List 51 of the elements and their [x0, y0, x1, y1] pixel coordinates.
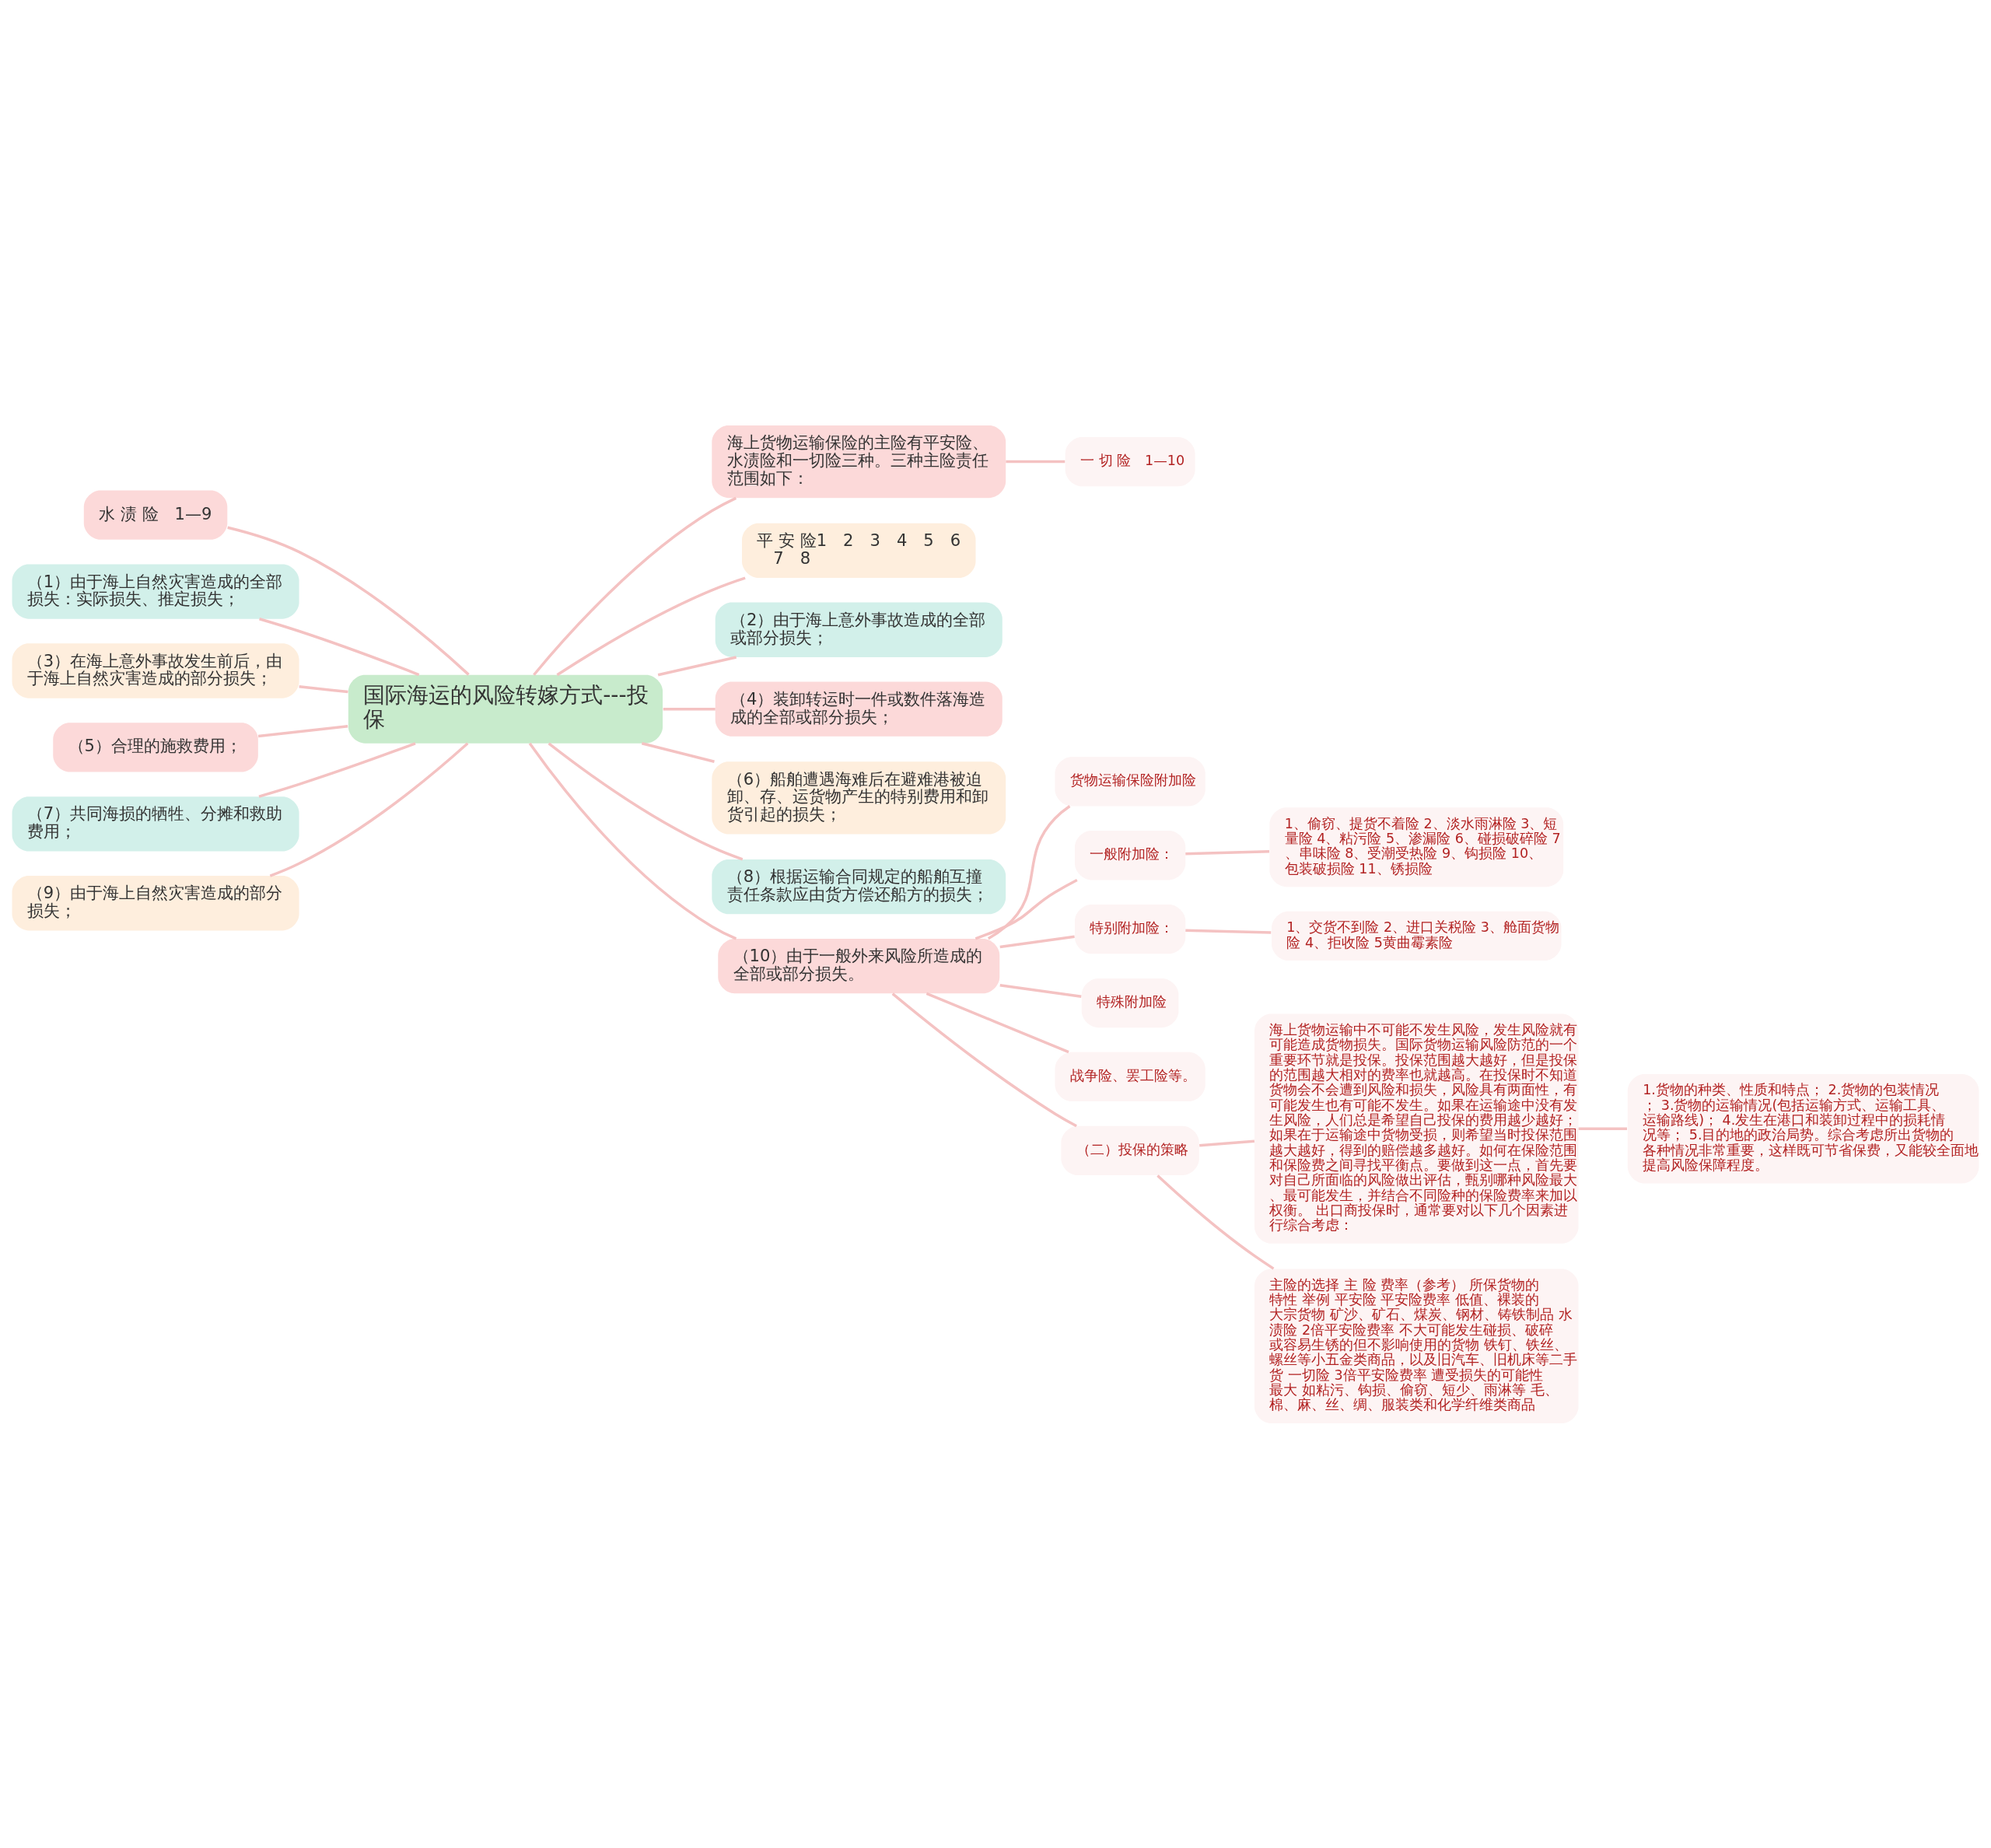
- node-box: 特殊附加险: [1081, 978, 1179, 1027]
- connector: [257, 724, 348, 737]
- connector: [891, 992, 1077, 1127]
- node-box: 一 切 险 1—10: [1065, 436, 1195, 486]
- node-box: 战争险、罢工险等。: [1055, 1052, 1205, 1101]
- connector: [548, 741, 744, 860]
- connector: [299, 684, 348, 693]
- connector: [987, 804, 1071, 940]
- connector: [1006, 460, 1065, 463]
- node-box: 1、偷窃、提货不着险 2、淡水雨淋险 3、短量险 4、粘污险 5、渗漏险 6、碰损破碎险 7、串味险 8、受潮受热险 9、钩损险 10、包装破损险 11、锈损险: [1269, 807, 1564, 887]
- node-box: 1、交货不到险 2、进口关税险 3、舱面货物险 4、拒收险 5黄曲霉素险: [1272, 911, 1562, 961]
- node-box: 主险的选择 主 险 费率（参考） 所保货物的特性 举例 平安险 平安险费率 低值、裸装的大宗货物 矿沙、矿石、煤炭、钢材、铸铁制品 水渍险 2倍平安险费率 不大可能发生碰损、破碎或容易生锈的但不影响使用的货物 铁钉、铁丝、螺丝等小五金类商品，以及旧汽车、旧机床等二手货 一切险 3倍平安险费率 遭受损失的可能性最大 如粘污、钩损、偷窃、短少、雨淋等 毛、棉、麻、丝、绸、服装类和化学纤维类商品: [1254, 1268, 1579, 1423]
- connector: [999, 983, 1082, 998]
- node-box: 1.货物的种类、性质和特点； 2.货物的包装情况； 3.货物的运输情况(包括运输方式、运输工具、运输路线)； 4.发生在港口和装卸过程中的损耗情况等； 5.目的地的政治局势。综合考虑所出货物的各种情况非常重要，这样既可节省保费，又能较全面地提高风险保障程度。: [1627, 1073, 1979, 1184]
- node-box: 一般附加险：: [1074, 830, 1186, 880]
- node-box: （4）装卸转运时一件或数件落海造成的全部或部分损失；: [715, 681, 1002, 737]
- node-box: 平 安 险1 2 3 4 5 6 7 8: [742, 523, 976, 578]
- connector: [259, 617, 420, 676]
- connector: [1578, 1127, 1628, 1130]
- node-box: （5）合理的施救费用；: [53, 722, 258, 772]
- node-box: （7）共同海损的牺牲、分摊和救助费用；: [12, 796, 299, 851]
- connector: [975, 878, 1078, 940]
- connector: [269, 741, 469, 877]
- connector: [663, 707, 716, 710]
- node-box: （10）由于一般外来风险所造成的全部或部分损失。: [718, 938, 1000, 993]
- node-box: 水 渍 险 1—9: [83, 490, 228, 540]
- connector: [1185, 849, 1270, 855]
- connector: [528, 742, 737, 940]
- node-box: （9）由于海上自然灾害造成的部分损失；: [12, 875, 299, 930]
- connector: [657, 655, 737, 676]
- node-box: （6）船舶遭遇海难后在避难港被迫卸、存、运货物产生的特别费用和卸货引起的损失；: [712, 761, 1006, 834]
- node-box: （二）投保的策略: [1061, 1125, 1199, 1175]
- connector: [1199, 1139, 1255, 1146]
- node-box: （1）由于海上自然灾害造成的全部损失：实际损失、推定损失；: [12, 563, 299, 619]
- node-box: （2）由于海上意外事故造成的全部或部分损失；: [715, 602, 1002, 657]
- connector: [258, 741, 416, 798]
- node-box: 特别附加险：: [1074, 904, 1186, 954]
- node-box: （8）根据运输合同规定的船舶互撞责任条款应由货方偿还船方的损失；: [712, 859, 1006, 914]
- connector: [926, 992, 1069, 1053]
- node-box: （3）在海上意外事故发生前后，由于海上自然灾害造成的部分损失；: [12, 642, 299, 698]
- connector: [1185, 929, 1272, 934]
- connector: [556, 576, 746, 676]
- node-box: 货物运输保险附加险: [1055, 756, 1205, 806]
- connector: [641, 741, 715, 763]
- connector: [227, 525, 470, 676]
- connector: [1156, 1174, 1275, 1270]
- node-box: 国际海运的风险转嫁方式---投保: [348, 674, 663, 744]
- node-box: 海上货物运输保险的主险有平安险、水渍险和一切险三种。三种主险责任范围如下：: [712, 425, 1006, 498]
- connector: [533, 496, 737, 676]
- connector: [999, 935, 1075, 948]
- node-box: 海上货物运输中不可能不发生风险，发生风险就有可能造成货物损失。国际货物运输风险防范的一个重要环节就是投保。投保范围越大越好，但是投保的范围越大相对的费率也就越高。在投保时不知道货物会不会遭到风险和损失，风险具有两面性，有可能发生也有可能不发生。如果在运输途中没有发生风险，人们总是希望自己投保的费用越少越好；如果在于运输途中货物受损，则希望当时投保范围越大越好，得到的赔偿越多越好。如何在保险范围和保险费之间寻找平衡点。要做到这一点，首先要对自己所面临的风险做出评估，甄别哪种风险最大、最可能发生，并结合不同险种的保险费率来加以权衡。 出口商投保时，通常要对以下几个因素进行综合考虑：: [1254, 1013, 1579, 1244]
